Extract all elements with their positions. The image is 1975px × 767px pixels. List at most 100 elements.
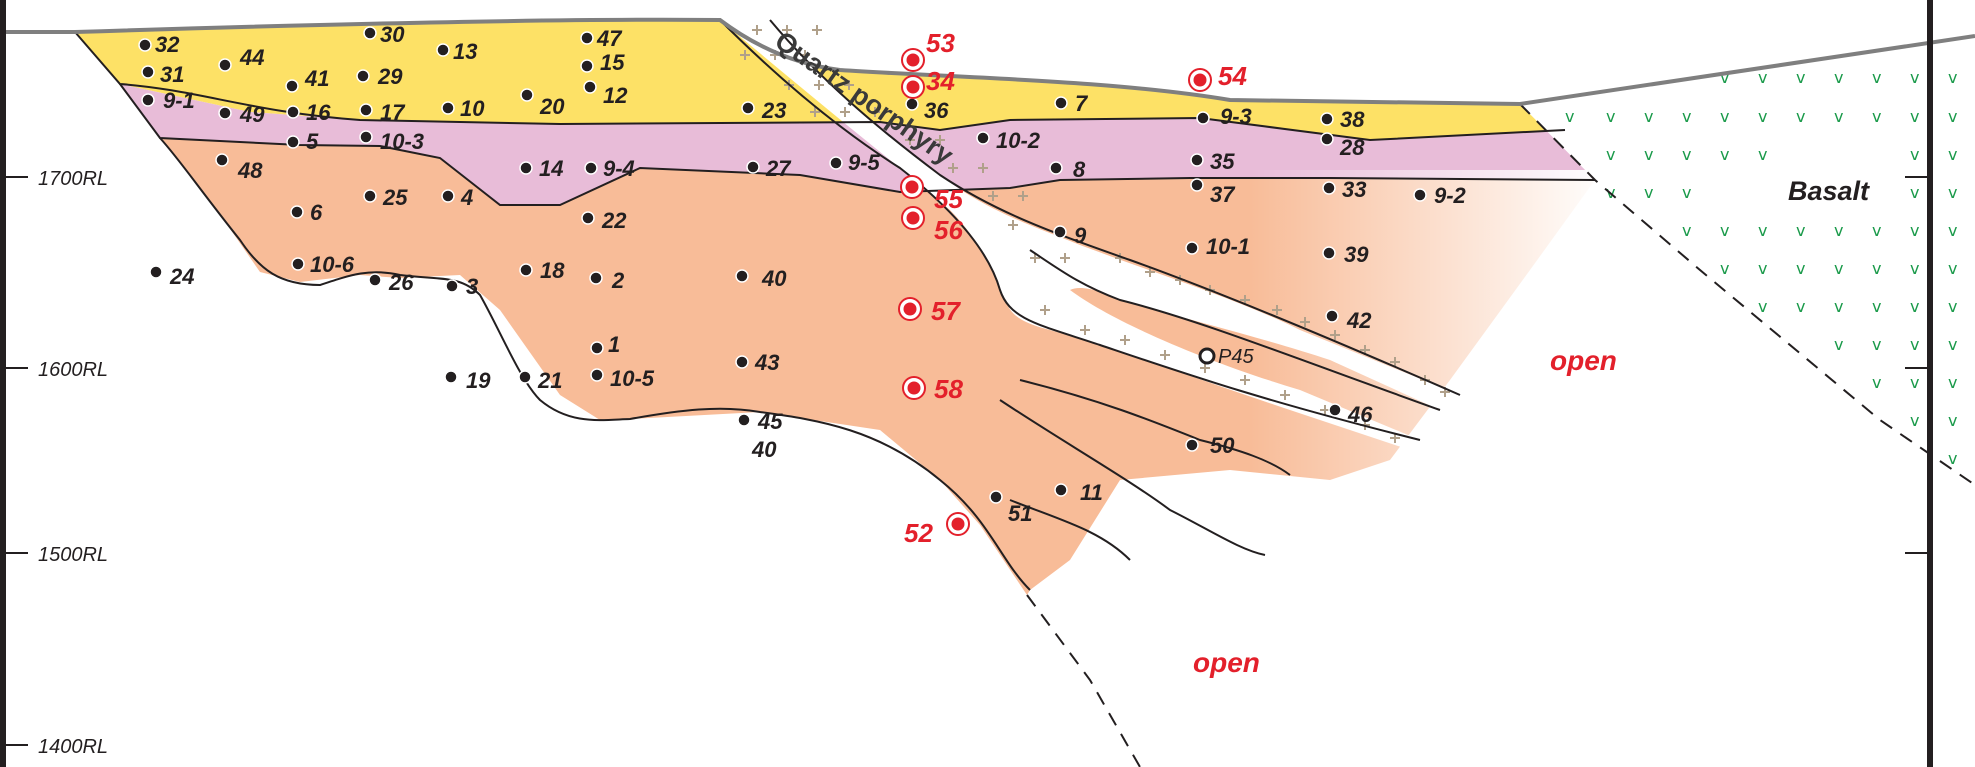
svg-text:v: v [1758, 68, 1767, 87]
open-hole-p45: P45 [1198, 346, 1254, 368]
svg-text:7: 7 [1075, 91, 1089, 116]
svg-text:v: v [1682, 183, 1691, 202]
svg-text:54: 54 [1218, 61, 1247, 91]
svg-text:8: 8 [1073, 157, 1086, 182]
rl-axis: 1700RL 1600RL 1500RL 1400RL [6, 168, 1927, 758]
svg-text:v: v [1758, 297, 1767, 316]
svg-text:49: 49 [239, 102, 265, 127]
open-label-south: open [1193, 647, 1260, 678]
svg-text:57: 57 [931, 296, 961, 326]
svg-text:v: v [1948, 373, 1957, 392]
svg-text:v: v [1948, 335, 1957, 354]
svg-text:39: 39 [1344, 242, 1369, 267]
svg-text:v: v [1948, 183, 1957, 202]
rl-label-1500: 1500RL [38, 544, 108, 566]
svg-text:31: 31 [160, 62, 184, 87]
svg-text:v: v [1872, 107, 1881, 126]
svg-text:v: v [1948, 411, 1957, 430]
svg-text:v: v [1682, 221, 1691, 240]
svg-text:36: 36 [924, 98, 949, 123]
rl-label-1700: 1700RL [38, 168, 108, 190]
svg-text:v: v [1872, 68, 1881, 87]
svg-text:v: v [1834, 107, 1843, 126]
svg-text:v: v [1948, 221, 1957, 240]
svg-text:9-1: 9-1 [163, 88, 195, 113]
svg-text:10: 10 [460, 96, 485, 121]
svg-text:30: 30 [380, 22, 405, 47]
svg-text:50: 50 [1210, 433, 1235, 458]
svg-text:v: v [1682, 107, 1691, 126]
svg-text:42: 42 [1346, 308, 1372, 333]
svg-text:52: 52 [904, 518, 933, 548]
svg-text:32: 32 [155, 32, 180, 57]
svg-text:29: 29 [377, 64, 403, 89]
svg-text:v: v [1834, 221, 1843, 240]
svg-text:23: 23 [761, 98, 786, 123]
svg-text:1: 1 [608, 332, 620, 357]
svg-text:v: v [1644, 145, 1653, 164]
svg-text:v: v [1758, 259, 1767, 278]
svg-text:10-5: 10-5 [610, 366, 655, 391]
svg-text:v: v [1910, 221, 1919, 240]
svg-text:33: 33 [1342, 177, 1366, 202]
svg-text:v: v [1720, 107, 1729, 126]
svg-text:v: v [1606, 145, 1615, 164]
svg-text:19: 19 [466, 368, 491, 393]
svg-text:v: v [1910, 68, 1919, 87]
svg-text:v: v [1834, 259, 1843, 278]
svg-text:13: 13 [453, 39, 477, 64]
drillhole-points: 32 30 13 47 31 44 15 41 29 12 9-1 49 16 … [138, 22, 1467, 526]
svg-text:v: v [1758, 221, 1767, 240]
basalt-label: Basalt [1788, 176, 1870, 206]
pink-unit [120, 84, 1595, 205]
svg-text:11: 11 [1080, 480, 1103, 505]
svg-text:37: 37 [1210, 182, 1236, 207]
svg-text:v: v [1644, 183, 1653, 202]
svg-text:v: v [1834, 297, 1843, 316]
svg-text:v: v [1720, 259, 1729, 278]
svg-text:2: 2 [611, 268, 625, 293]
svg-text:v: v [1872, 335, 1881, 354]
svg-text:28: 28 [1339, 135, 1365, 160]
svg-text:9-2: 9-2 [1434, 183, 1467, 208]
svg-text:21: 21 [537, 368, 562, 393]
orange-unit [160, 138, 1595, 595]
svg-text:16: 16 [306, 100, 331, 125]
svg-text:56: 56 [934, 215, 963, 245]
svg-text:38: 38 [1340, 107, 1365, 132]
svg-text:24: 24 [169, 264, 194, 289]
svg-text:58: 58 [934, 374, 963, 404]
contact-lines [74, 19, 1596, 591]
highlighted-drillholes: 53 34 54 55 56 57 58 52 [898, 28, 1247, 548]
svg-text:v: v [1606, 107, 1615, 126]
svg-text:v: v [1948, 68, 1957, 87]
svg-text:27: 27 [765, 156, 792, 181]
rl-label-1400: 1400RL [38, 736, 108, 758]
svg-text:40: 40 [751, 437, 777, 462]
svg-text:10-6: 10-6 [310, 252, 355, 277]
frame-left [0, 0, 6, 767]
svg-text:9-3: 9-3 [1220, 104, 1252, 129]
svg-text:v: v [1910, 297, 1919, 316]
svg-text:55: 55 [934, 184, 963, 214]
svg-text:v: v [1872, 373, 1881, 392]
svg-text:v: v [1682, 145, 1691, 164]
svg-text:v: v [1720, 68, 1729, 87]
svg-text:v: v [1948, 297, 1957, 316]
svg-text:10-3: 10-3 [380, 129, 424, 154]
svg-text:v: v [1910, 183, 1919, 202]
svg-text:v: v [1910, 373, 1919, 392]
basalt-body [1520, 36, 1975, 485]
svg-text:v: v [1948, 259, 1957, 278]
svg-text:43: 43 [754, 350, 779, 375]
quartz-porphyry-body [720, 20, 1460, 450]
svg-text:26: 26 [388, 270, 414, 295]
svg-text:v: v [1834, 335, 1843, 354]
svg-text:15: 15 [600, 50, 625, 75]
svg-text:v: v [1872, 297, 1881, 316]
svg-text:v: v [1910, 411, 1919, 430]
svg-text:v: v [1758, 145, 1767, 164]
svg-text:v: v [1872, 259, 1881, 278]
svg-text:3: 3 [466, 274, 478, 299]
